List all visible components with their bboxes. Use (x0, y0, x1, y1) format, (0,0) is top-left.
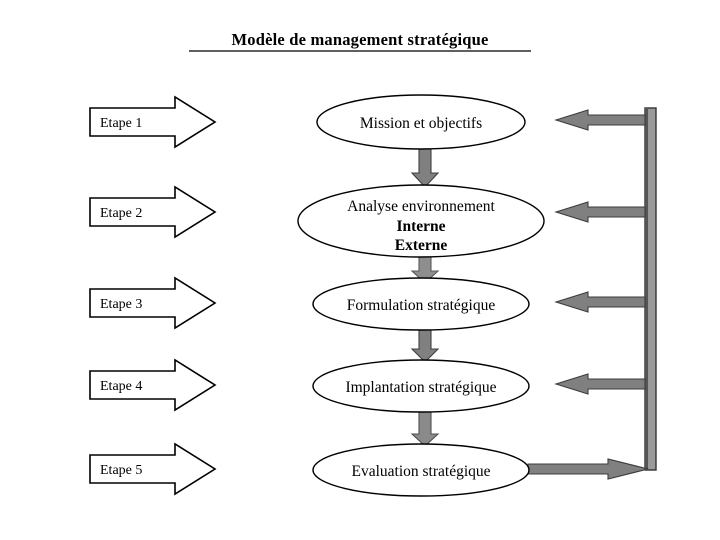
flow-connector-analyse-to-formulation (410, 255, 440, 284)
stage-arrow-etape-3[interactable]: Etape 3 (89, 276, 217, 330)
node-label-analyse-line-1: Analyse environnement (347, 198, 495, 215)
stage-label-3: Etape 3 (100, 297, 142, 312)
stage-arrow-etape-1[interactable]: Etape 1 (89, 95, 217, 149)
down-arrow-icon (410, 255, 440, 284)
stage-label-2: Etape 2 (100, 206, 142, 221)
diagram-title-group: Modèle de management stratégique (189, 30, 531, 52)
node-mission[interactable]: Mission et objectifs (316, 94, 526, 150)
node-label-analyse-line-2: Interne (396, 218, 445, 235)
node-label-evaluation-line-1: Evaluation stratégique (351, 463, 490, 480)
left-arrow-icon (554, 109, 646, 131)
arrow-shape-icon (89, 358, 217, 412)
node-label-implantation-line-1: Implantation stratégique (345, 379, 496, 396)
left-arrow-icon (554, 291, 646, 313)
node-ellipse (312, 359, 530, 413)
node-ellipse (297, 184, 545, 258)
stage-arrow-etape-2[interactable]: Etape 2 (89, 185, 217, 239)
flow-connector-formulation-to-implantation (410, 329, 440, 363)
node-label-formulation-line-1: Formulation stratégique (347, 297, 496, 314)
page-title: Modèle de management stratégique (231, 30, 488, 49)
node-formulation[interactable]: Formulation stratégique (312, 277, 530, 331)
stage-arrow-etape-5[interactable]: Etape 5 (89, 442, 217, 496)
stage-label-5: Etape 5 (100, 463, 142, 478)
arrow-shape-icon (89, 185, 217, 239)
down-arrow-icon (410, 329, 440, 363)
feedback-arrow-to-mission (554, 109, 646, 131)
feedback-arrow-to-implantation (554, 373, 646, 395)
stage-label-1: Etape 1 (100, 116, 142, 131)
feedback-arrow-to-analyse (554, 201, 646, 223)
arrow-shape-icon (89, 95, 217, 149)
left-arrow-icon (554, 201, 646, 223)
left-arrow-icon (554, 373, 646, 395)
flow-connector-mission-to-analyse (410, 147, 440, 188)
feedback-bar (644, 107, 657, 471)
right-arrow-icon (527, 458, 649, 480)
arrow-shape-icon (89, 276, 217, 330)
flow-connector-implantation-to-evaluation (410, 410, 440, 447)
node-ellipse (316, 94, 526, 150)
stage-label-4: Etape 4 (100, 379, 142, 394)
down-arrow-icon (410, 410, 440, 447)
down-arrow-icon (410, 147, 440, 188)
feedback-arrow-from-evaluation (527, 458, 649, 480)
node-implantation[interactable]: Implantation stratégique (312, 359, 530, 413)
node-label-mission-line-1: Mission et objectifs (360, 115, 482, 132)
node-evaluation[interactable]: Evaluation stratégique (312, 443, 530, 497)
arrow-shape-icon (89, 442, 217, 496)
stage-arrow-etape-4[interactable]: Etape 4 (89, 358, 217, 412)
node-ellipse (312, 443, 530, 497)
feedback-bar-shadow-edge (645, 108, 648, 470)
feedback-arrow-to-formulation (554, 291, 646, 313)
node-label-analyse-line-3: Externe (395, 237, 448, 254)
node-analyse[interactable]: Analyse environnement Interne Externe (297, 184, 545, 258)
node-ellipse (312, 277, 530, 331)
